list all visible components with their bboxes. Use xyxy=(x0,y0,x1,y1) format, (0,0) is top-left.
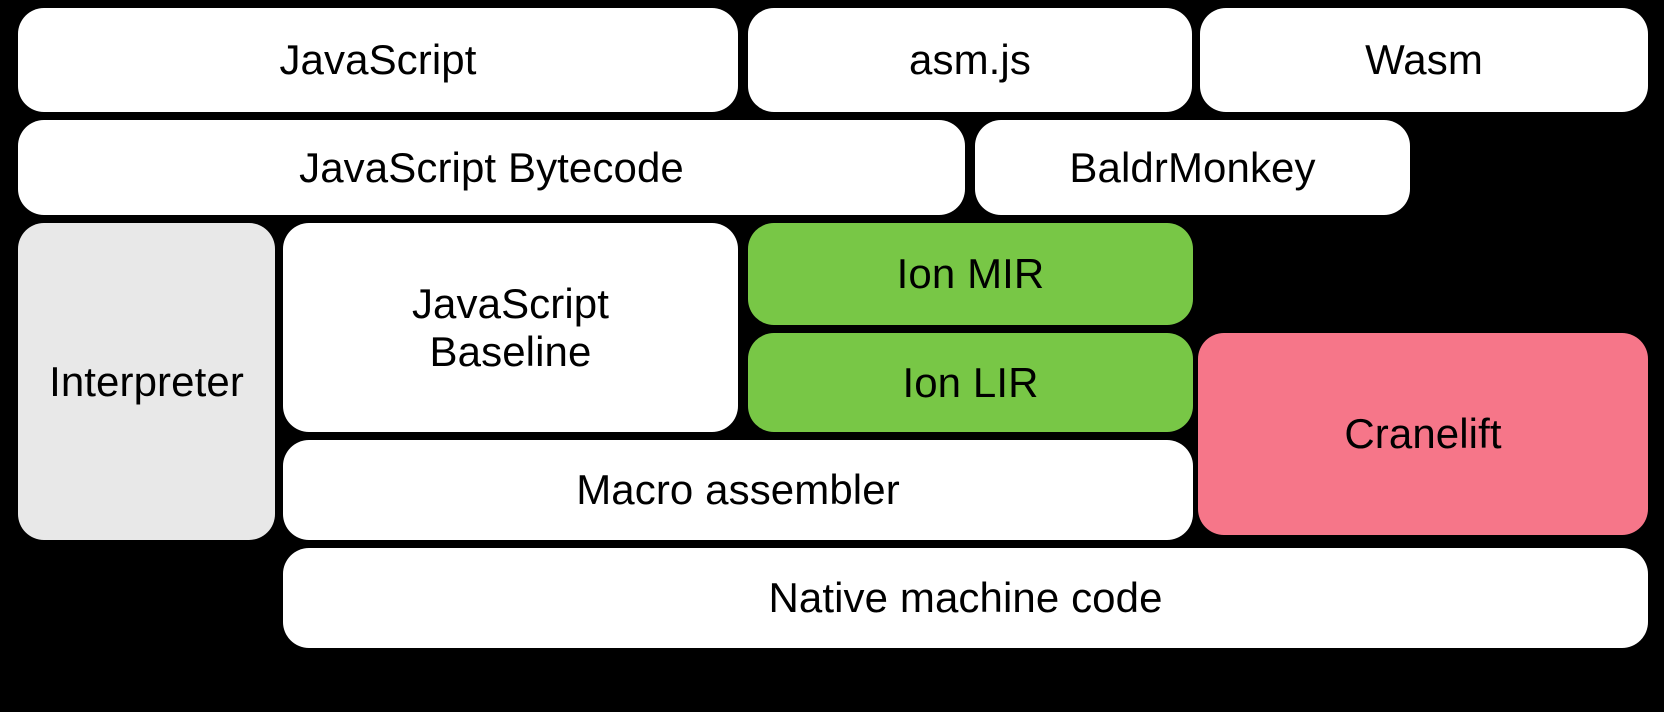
node-ion-lir: Ion LIR xyxy=(748,333,1193,432)
node-baldrmonkey: BaldrMonkey xyxy=(975,120,1410,215)
node-interpreter: Interpreter xyxy=(18,223,275,540)
node-javascript-bytecode: JavaScript Bytecode xyxy=(18,120,965,215)
node-wasm: Wasm xyxy=(1200,8,1648,112)
node-asm-js: asm.js xyxy=(748,8,1192,112)
node-javascript-baseline: JavaScript Baseline xyxy=(283,223,738,432)
node-ion-mir: Ion MIR xyxy=(748,223,1193,325)
node-native-machine-code: Native machine code xyxy=(283,548,1648,648)
node-macro-assembler: Macro assembler xyxy=(283,440,1193,540)
node-javascript: JavaScript xyxy=(18,8,738,112)
node-cranelift: Cranelift xyxy=(1198,333,1648,535)
